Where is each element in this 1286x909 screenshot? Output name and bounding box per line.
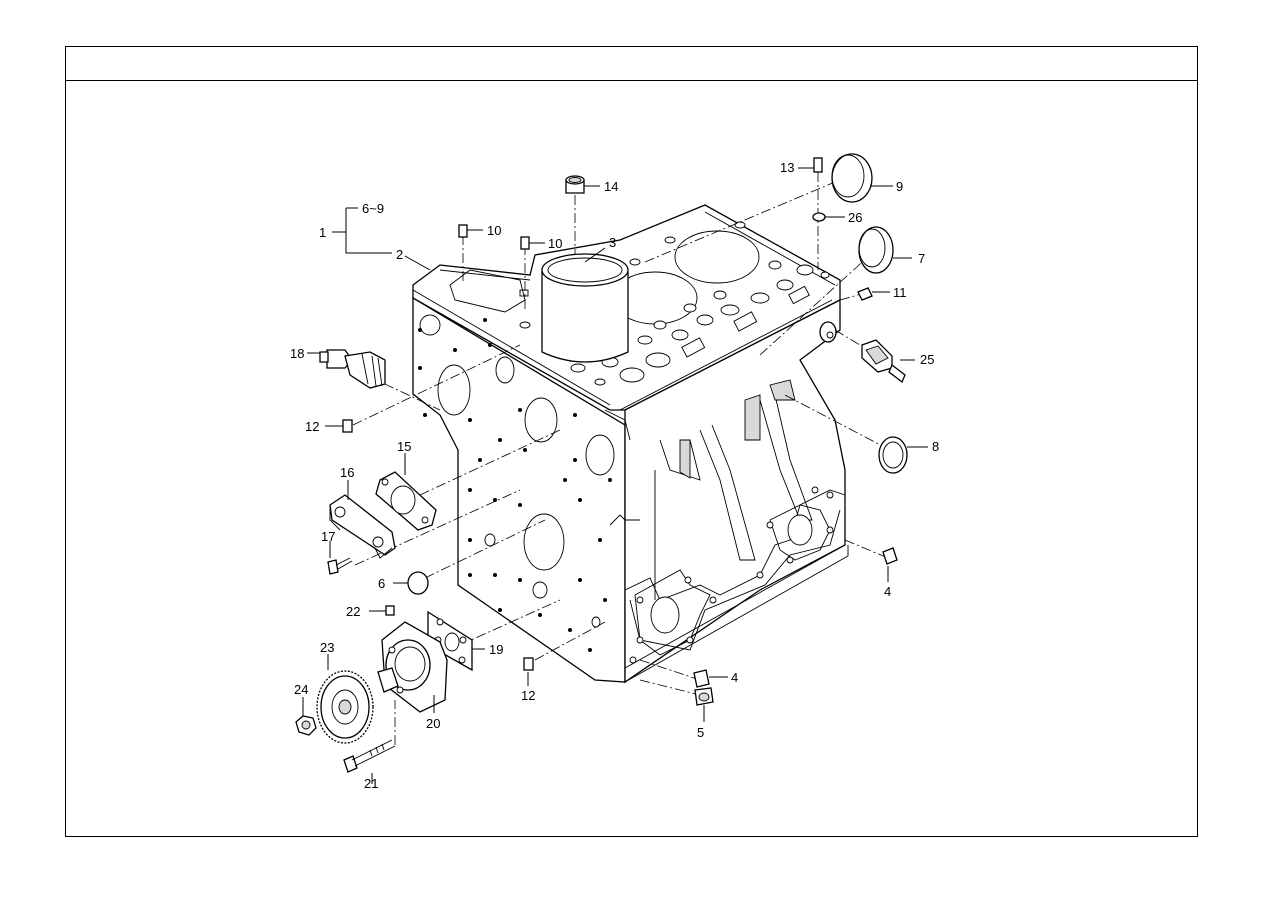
callout-10-b: 10: [548, 236, 562, 251]
callout-22: 22: [346, 604, 360, 619]
callout-11: 11: [893, 285, 907, 300]
part-15-gasket: [375, 471, 437, 531]
pan-bosses: [629, 486, 834, 664]
part-26-o-ring: [812, 212, 826, 222]
part-11-pin: [857, 287, 873, 301]
part-4-plug-bottom: [693, 669, 710, 688]
front-face-holes: [419, 314, 615, 628]
callout-8: 8: [932, 439, 939, 454]
callout-17: 17: [321, 529, 335, 544]
leader-lines: [302, 167, 928, 784]
part-19-gasket: [427, 610, 473, 672]
callout-6-9: 6~9: [362, 201, 384, 216]
callout-21: 21: [364, 776, 378, 791]
callout-14: 14: [604, 179, 618, 194]
callout-16: 16: [340, 465, 354, 480]
part-18-temperature-sensor: [319, 349, 386, 389]
callout-15: 15: [397, 439, 411, 454]
cylinder-block: [412, 204, 849, 684]
callout-12-bottom: 12: [521, 688, 535, 703]
part-12-pin-bottom: [523, 657, 534, 671]
callout-23: 23: [320, 640, 334, 655]
part-24-nut: [295, 715, 317, 736]
drawing-frame: [65, 46, 1198, 837]
part-17-bolt: [327, 557, 353, 575]
bolt-holes: [418, 318, 612, 652]
callout-9: 9: [896, 179, 903, 194]
part-20-oil-pump: [377, 621, 448, 713]
callout-4-right: 4: [884, 584, 891, 599]
callout-13: 13: [780, 160, 794, 175]
part-16-cover: [329, 494, 396, 559]
callout-1: 1: [319, 225, 326, 240]
part-7-expansion-plug: [858, 226, 894, 274]
part-4-plug-right: [882, 547, 898, 565]
callout-10-a: 10: [487, 223, 501, 238]
callout-labels: 1 6~9 2 3 14 10 10 13 9 26 7 11 25 8 4 4…: [290, 160, 939, 791]
callout-3: 3: [609, 235, 616, 250]
callout-6: 6: [378, 576, 385, 591]
part-21-bolt: [343, 739, 396, 773]
part-8-oil-seal: [878, 436, 908, 474]
callout-19: 19: [489, 642, 503, 657]
callout-26: 26: [848, 210, 862, 225]
deck-holes: [519, 221, 830, 386]
callout-25: 25: [920, 352, 934, 367]
part-3-cylinder-liner: [541, 253, 629, 363]
part-22-key: [385, 605, 395, 616]
callout-12-left: 12: [305, 419, 319, 434]
callout-18: 18: [290, 346, 304, 361]
callout-20: 20: [426, 716, 440, 731]
callout-5: 5: [697, 725, 704, 740]
callout-24: 24: [294, 682, 308, 697]
part-13-pin: [813, 157, 823, 173]
part-5-drain-plug: [694, 687, 714, 706]
callout-7: 7: [918, 251, 925, 266]
callout-2: 2: [396, 247, 403, 262]
part-9-expansion-plug: [831, 153, 873, 203]
callout-4-bottom: 4: [731, 670, 738, 685]
part-6-expansion-plug: [407, 571, 429, 595]
part-14-plug: [565, 175, 585, 194]
title-block: [66, 47, 1197, 81]
part-23-idle-gear: [316, 670, 374, 744]
part-12-pin-left: [342, 419, 353, 433]
part-25-oil-pressure-switch: [861, 339, 906, 384]
